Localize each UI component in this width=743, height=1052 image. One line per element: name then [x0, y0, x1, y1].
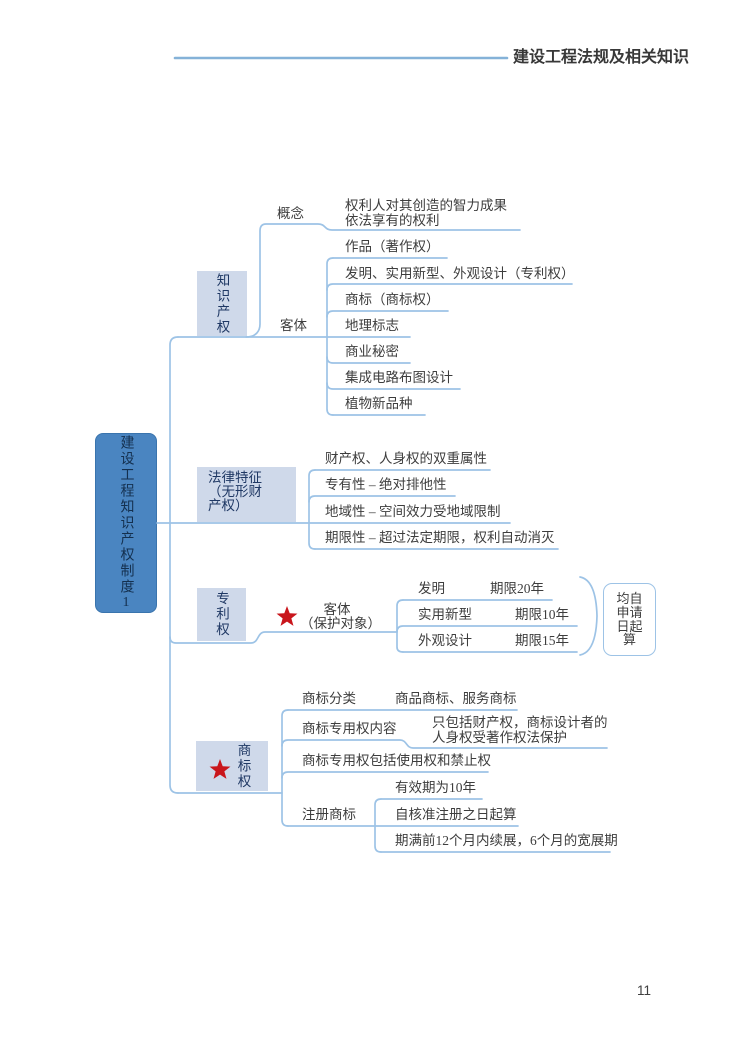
object-item-ic-layout: 集成电路布图设计: [345, 370, 453, 385]
branch-node-intellectual-property: 知识产权: [197, 271, 247, 336]
branch-node-label: 知识产权: [214, 272, 230, 335]
patent-row-name: 实用新型: [418, 607, 472, 622]
star-icon: [276, 606, 298, 626]
legal-label-line1: 法律特征: [208, 470, 262, 485]
patent-object-label-line2: （保护对象）: [300, 616, 381, 631]
brace-right: [579, 576, 598, 656]
object-item-trade-secret: 商业秘密: [345, 344, 399, 359]
object-item-geographic: 地理标志: [345, 318, 399, 333]
tm-content-value-line2: 人身权受著作权法保护: [432, 730, 567, 745]
tm-registered-label: 注册商标: [302, 807, 356, 822]
branch-node-patent-right: 专利权: [197, 588, 246, 641]
patent-object-label: 客体 （保护对象）: [300, 602, 381, 631]
page-number: 11: [637, 983, 652, 998]
label-object: 客体: [280, 318, 307, 333]
legal-item-time-limit: 期限性 – 超过法定期限，权利自动消灭: [325, 530, 555, 545]
legal-label-line3: 产权）: [208, 497, 249, 513]
patent-row-term: 期限20年: [490, 581, 544, 596]
patent-row-term: 期限10年: [515, 607, 569, 622]
tm-content-label: 商标专用权内容: [302, 721, 397, 736]
note-line: 申请: [616, 604, 643, 620]
branch-node-label: 商标权: [235, 742, 251, 790]
legal-item-dual-attribute: 财产权、人身权的双重属性: [325, 451, 487, 466]
tm-include-text: 商标专用权包括使用权和禁止权: [302, 753, 491, 768]
note-box-counted-from-application-date: 均自 申请 日起 算: [603, 583, 656, 656]
legal-item-exclusivity: 专有性 – 绝对排他性: [325, 477, 447, 492]
tm-registered-item-start: 自核准注册之日起算: [395, 807, 517, 822]
concept-text-line2: 依法享有的权利: [345, 213, 440, 228]
patent-row-name: 外观设计: [418, 633, 472, 648]
label-concept: 概念: [277, 206, 304, 221]
tm-content-value-line1: 只包括财产权，商标设计者的: [432, 715, 608, 730]
branch-node-label: 专利权: [214, 591, 229, 638]
patent-object-label-line1: 客体: [323, 602, 351, 617]
legal-item-territoriality: 地域性 – 空间效力受地域限制: [325, 504, 501, 519]
root-node-construction-ip-system: 建设工程知识产权制度1: [95, 433, 157, 613]
tm-registered-item-renewal: 期满前12个月内续展，6个月的宽展期: [395, 833, 618, 848]
patent-row-name: 发明: [418, 581, 445, 596]
legal-label-line2: （无形财: [208, 483, 262, 499]
object-item-works: 作品（著作权）: [345, 239, 440, 254]
tm-category-value: 商品商标、服务商标: [395, 691, 517, 706]
object-item-trademark: 商标（商标权）: [345, 292, 440, 307]
concept-text-line1: 权利人对其创造的智力成果: [345, 198, 507, 213]
note-line: 算: [622, 632, 636, 648]
branch-node-trademark-right: 商标权: [196, 741, 268, 791]
root-node-label: 建设工程知识产权制度1: [118, 434, 134, 612]
object-item-plant-variety: 植物新品种: [345, 396, 413, 411]
note-line: 均自: [616, 591, 643, 607]
note-line: 日起: [616, 618, 643, 634]
object-item-invention: 发明、实用新型、外观设计（专利权）: [345, 266, 575, 281]
patent-row-term: 期限15年: [515, 633, 569, 648]
branch-node-legal-features: 法律特征 （无形财 产权）: [197, 467, 296, 522]
tm-category-label: 商标分类: [302, 691, 356, 706]
page-header-title: 建设工程法规及相关知识: [513, 49, 690, 66]
tm-registered-item-validity: 有效期为10年: [395, 780, 476, 795]
